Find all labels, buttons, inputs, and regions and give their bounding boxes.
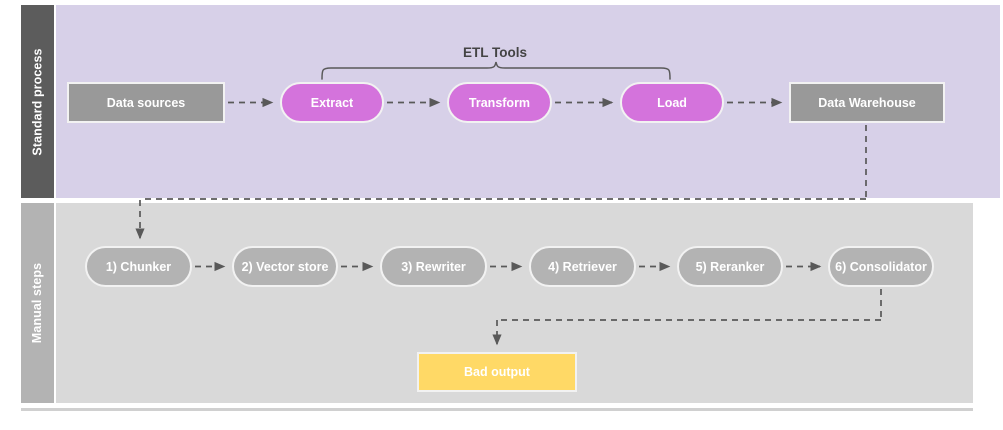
node-load-label: Load <box>657 95 687 110</box>
lane-label-manual-steps: Manual steps <box>21 203 54 403</box>
node-vector-store[interactable]: 2) Vector store <box>232 246 338 287</box>
node-extract[interactable]: Extract <box>280 82 384 123</box>
node-retriever-label: 4) Retriever <box>548 259 617 274</box>
bottom-divider <box>21 408 973 411</box>
node-consolidator-label: 6) Consolidator <box>835 259 927 274</box>
node-data-sources-label: Data sources <box>106 95 186 110</box>
node-data-warehouse-label: Data Warehouse <box>818 95 916 110</box>
lane-label-manual-steps-text: Manual steps <box>30 262 45 344</box>
node-reranker[interactable]: 5) Reranker <box>677 246 783 287</box>
node-chunker[interactable]: 1) Chunker <box>85 246 192 287</box>
node-reranker-label: 5) Reranker <box>695 259 765 274</box>
node-retriever[interactable]: 4) Retriever <box>529 246 636 287</box>
node-vector-store-label: 2) Vector store <box>241 259 329 274</box>
node-transform[interactable]: Transform <box>447 82 552 123</box>
node-bad-output-label: Bad output <box>464 365 530 379</box>
node-transform-label: Transform <box>468 95 531 110</box>
lane-label-standard-process-text: Standard process <box>30 47 45 156</box>
node-bad-output[interactable]: Bad output <box>417 352 577 392</box>
etl-tools-label: ETL Tools <box>463 45 527 60</box>
node-rewriter[interactable]: 3) Rewriter <box>380 246 487 287</box>
node-consolidator[interactable]: 6) Consolidator <box>828 246 934 287</box>
node-load[interactable]: Load <box>620 82 724 123</box>
node-data-sources[interactable]: Data sources <box>67 82 225 123</box>
lane-label-standard-process: Standard process <box>21 5 54 198</box>
node-chunker-label: 1) Chunker <box>105 259 172 274</box>
node-data-warehouse[interactable]: Data Warehouse <box>789 82 945 123</box>
node-extract-label: Extract <box>310 95 354 110</box>
node-rewriter-label: 3) Rewriter <box>401 259 466 274</box>
